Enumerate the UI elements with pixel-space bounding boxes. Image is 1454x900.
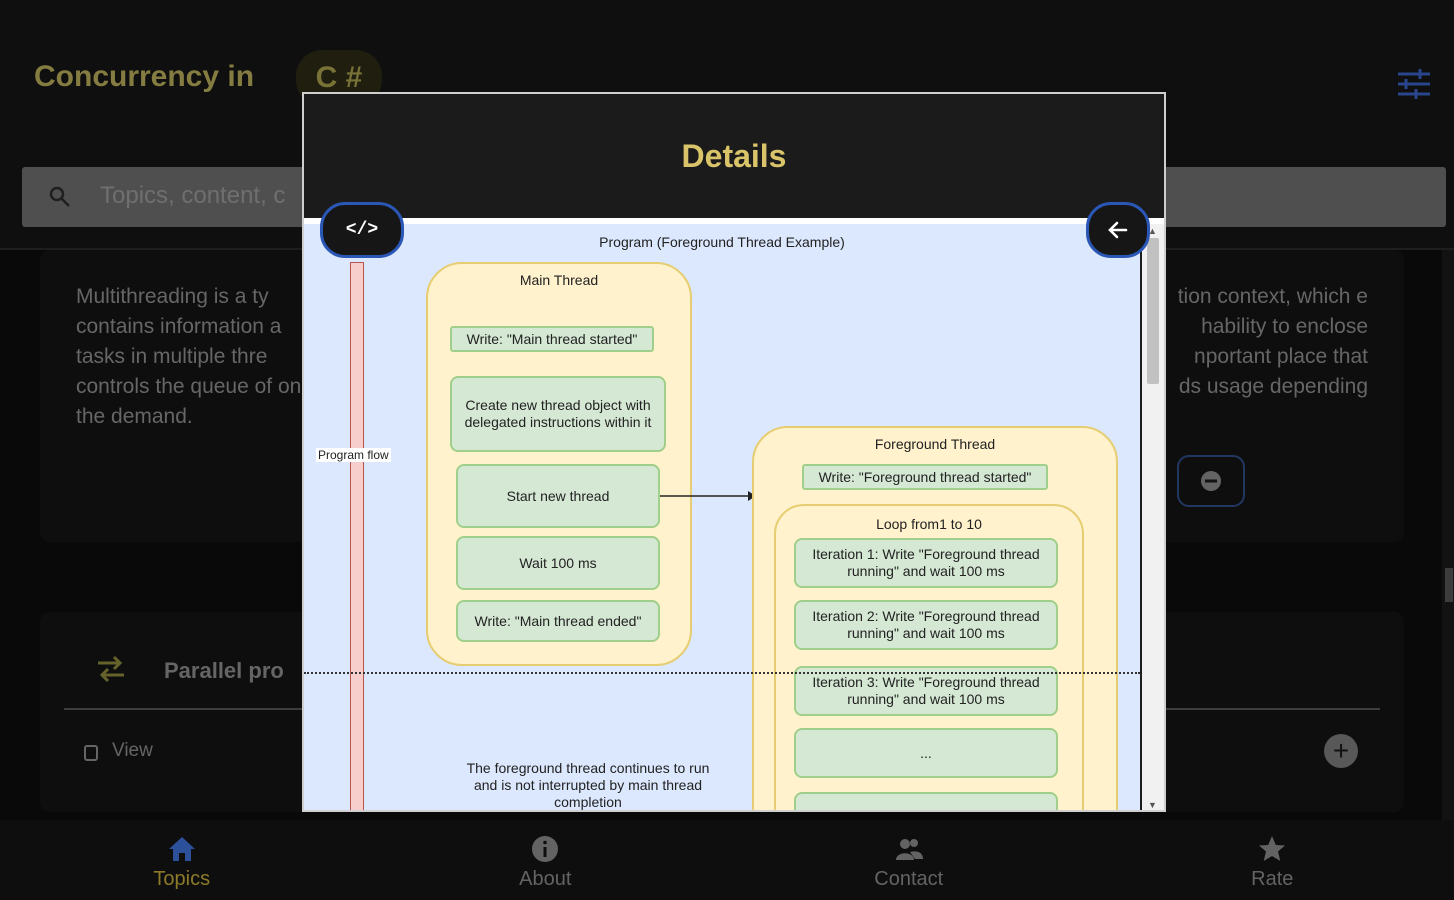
collapse-button[interactable] — [1177, 455, 1245, 507]
main-step-2: Create new thread object with delegated … — [450, 376, 666, 452]
view-link[interactable]: View — [112, 740, 153, 761]
minus-icon — [1201, 471, 1221, 491]
nav-about[interactable]: About — [364, 820, 728, 900]
home-icon — [168, 836, 195, 861]
program-flow-label: Program flow — [316, 448, 391, 462]
nav-rate[interactable]: Rate — [1091, 820, 1454, 900]
nav-rate-label: Rate — [1251, 867, 1294, 890]
filter-settings-icon[interactable] — [1396, 66, 1432, 102]
loop-iteration-10 — [794, 792, 1058, 810]
scroll-up-arrow[interactable]: ▲ — [1148, 226, 1157, 236]
contact-icon — [895, 838, 923, 860]
nav-topics-label: Topics — [153, 867, 211, 890]
expand-button[interactable]: + — [1324, 734, 1358, 768]
swap-arrows-icon — [98, 655, 124, 683]
bottom-navigation: Topics About Contact Rate — [0, 820, 1454, 900]
nav-contact[interactable]: Contact — [727, 820, 1091, 900]
loop-iteration-2: Iteration 2: Write "Foreground thread ru… — [794, 600, 1058, 650]
topic-description-left: Multithreading is a ty contains informat… — [76, 285, 302, 428]
document-icon — [84, 745, 98, 761]
app-title: Concurrency in — [34, 60, 255, 93]
main-thread-title: Main Thread — [519, 272, 599, 288]
main-step-5: Write: "Main thread ended" — [456, 600, 660, 642]
info-icon — [532, 835, 559, 862]
arrow-left-icon — [1108, 221, 1128, 239]
modal-title: Details — [681, 138, 787, 174]
topic-title: Parallel pro — [164, 658, 284, 683]
back-button[interactable] — [1086, 202, 1150, 258]
loop-title: Loop from1 to 10 — [876, 516, 982, 532]
main-step-4: Wait 100 ms — [456, 536, 660, 590]
completion-line — [304, 672, 1140, 674]
modal-scrollbar-thumb[interactable] — [1147, 238, 1159, 384]
star-icon — [1259, 835, 1286, 861]
foreground-thread-title: Foreground Thread — [874, 436, 996, 452]
main-step-1: Write: "Main thread started" — [450, 326, 654, 352]
search-input[interactable]: Topics, content, c — [100, 182, 286, 209]
search-icon — [49, 186, 70, 207]
modal-header: Details — [304, 94, 1164, 224]
page-scrollbar-thumb[interactable] — [1445, 568, 1453, 602]
topic-description-right: tion context, which e hability to enclos… — [1177, 285, 1368, 398]
details-modal: Details Program (Foreground Thread Examp… — [302, 92, 1166, 812]
nav-contact-label: Contact — [874, 867, 944, 890]
scroll-down-arrow[interactable]: ▼ — [1148, 800, 1157, 810]
modal-scrollbar[interactable]: ▲ ▼ — [1142, 224, 1164, 810]
loop-iteration-ellipsis: ... — [794, 728, 1058, 778]
program-flow-bar — [350, 262, 364, 810]
program-title: Program (Foreground Thread Example) — [599, 234, 845, 250]
foreground-step-1: Write: "Foreground thread started" — [802, 464, 1048, 490]
nav-topics[interactable]: Topics — [0, 820, 364, 900]
loop-iteration-1: Iteration 1: Write "Foreground thread ru… — [794, 538, 1058, 588]
diagram-note: The foreground thread continues to run a… — [466, 760, 710, 810]
nav-about-label: About — [519, 867, 572, 890]
main-step-3: Start new thread — [456, 464, 660, 528]
foreground-thread-diagram: Program (Foreground Thread Example) Prog… — [304, 224, 1140, 810]
loop-iteration-3: Iteration 3: Write "Foreground thread ru… — [794, 666, 1058, 716]
code-button[interactable]: </> — [320, 202, 404, 258]
page-scrollbar[interactable] — [1442, 250, 1454, 820]
start-thread-arrow — [660, 491, 756, 501]
